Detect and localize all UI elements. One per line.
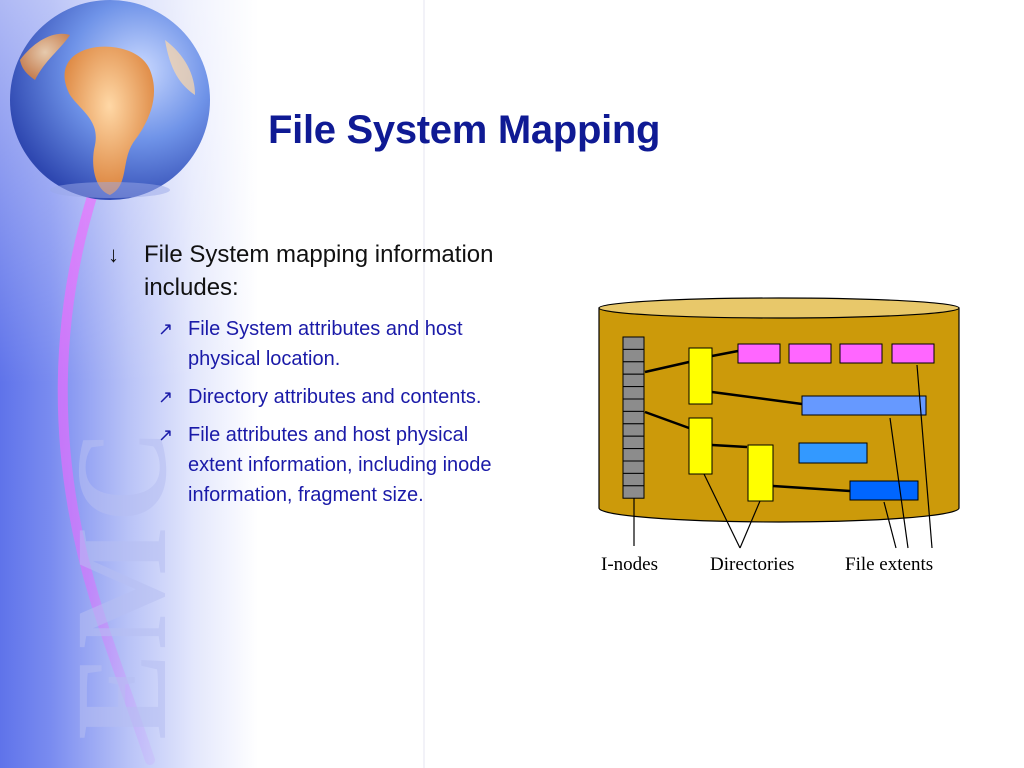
file-extent-block <box>801 395 927 416</box>
bullet-level1: ↓ File System mapping information includ… <box>108 238 528 304</box>
inode-cell <box>622 485 645 499</box>
file-extent-block <box>839 343 883 364</box>
file-extent-block <box>737 343 781 364</box>
arrow-down-bullet-icon: ↓ <box>108 242 119 267</box>
label-pointer-lines <box>633 364 933 549</box>
globe-icon <box>10 0 210 200</box>
inode-table <box>622 336 645 499</box>
directories-label: Directories <box>710 554 794 575</box>
slide-title: File System Mapping <box>268 108 661 152</box>
bullet-list: ↓ File System mapping information includ… <box>108 238 528 518</box>
sub-bullet-text: Directory attributes and contents. <box>188 386 482 408</box>
inode-cell <box>622 336 645 350</box>
file-extent-block <box>849 480 919 501</box>
sub-bullet-item: ↗ File attributes and host physical exte… <box>108 420 528 510</box>
emc-watermark: EMC <box>50 425 194 740</box>
sub-bullet-list: ↗ File System attributes and host physic… <box>108 314 528 510</box>
connector-lines <box>644 349 851 493</box>
arrow-up-right-bullet-icon: ↗ <box>158 387 174 407</box>
bullet-level1-text: File System mapping information includes… <box>144 241 494 301</box>
inode-cell <box>622 386 645 400</box>
sub-bullet-item: ↗ File System attributes and host physic… <box>108 314 528 374</box>
svg-text:EMC: EMC <box>50 425 194 740</box>
sub-bullet-text: File attributes and host physical extent… <box>188 424 492 506</box>
directory-block <box>747 444 774 502</box>
file-extent-block <box>788 343 832 364</box>
disk-cylinder-top <box>598 297 960 319</box>
inode-cell <box>622 361 645 375</box>
inode-cell <box>622 460 645 474</box>
inode-cell <box>622 398 645 412</box>
file-system-diagram: I-nodes Directories File extents <box>598 297 960 575</box>
file-extent-block <box>798 442 868 464</box>
inode-cell <box>622 373 645 388</box>
inodes-label: I-nodes <box>601 554 658 575</box>
inode-cell <box>622 423 645 437</box>
arrow-up-right-bullet-icon: ↗ <box>158 319 174 339</box>
sub-bullet-item: ↗ Directory attributes and contents. <box>108 382 528 412</box>
inode-cell <box>622 410 645 425</box>
file-extents-label: File extents <box>845 554 933 575</box>
arrow-up-right-bullet-icon: ↗ <box>158 425 174 445</box>
inode-cell <box>622 348 645 363</box>
file-extent-block <box>891 343 935 364</box>
inode-cell <box>622 472 645 487</box>
directory-block <box>688 417 713 475</box>
sub-bullet-text: File System attributes and host physical… <box>188 318 463 370</box>
inode-cell <box>622 448 645 462</box>
inode-cell <box>622 435 645 450</box>
directory-block <box>688 347 713 405</box>
